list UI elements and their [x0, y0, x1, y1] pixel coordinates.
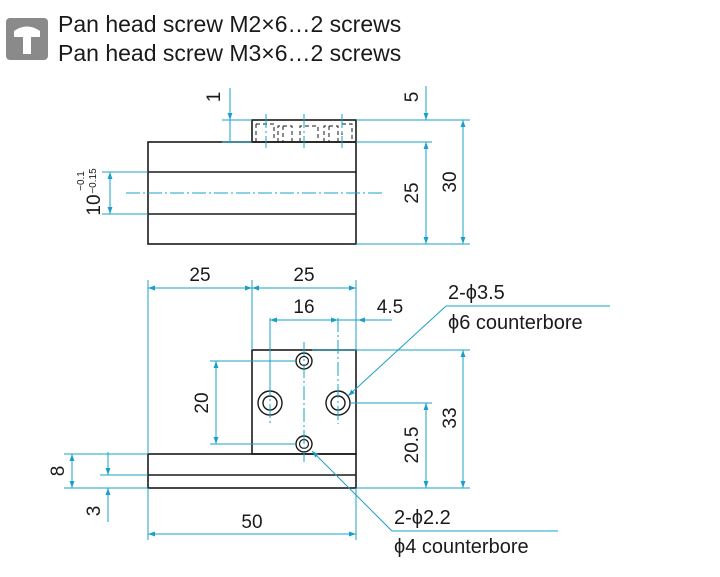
- dim-10-tolerance-upper: −0.1: [76, 171, 87, 191]
- dim-5-label: 5: [402, 92, 423, 103]
- dim-3-label: 3: [84, 506, 105, 517]
- front-dimension-lines: [64, 280, 610, 540]
- screw-list-header: Pan head screw M2×6…2 screws Pan head sc…: [6, 10, 706, 70]
- side-view-outline: [147, 119, 357, 245]
- dim-33-label: 33: [440, 407, 461, 428]
- dim-25-side-label: 25: [402, 182, 423, 203]
- front-view-outline: [147, 349, 357, 489]
- dim-30-label: 30: [440, 171, 461, 192]
- dim-50-label: 50: [241, 512, 262, 533]
- side-view: 1 5 25 30 10 −0.1 −0.15: [76, 86, 470, 245]
- side-center-lines: [126, 114, 384, 194]
- dim-10-tolerance-base: 10: [84, 194, 105, 215]
- screw-icon: [6, 18, 48, 60]
- front-center-lines: [269, 318, 339, 462]
- callout-small-hole-qty: 2-ϕ2.2: [394, 507, 451, 529]
- dim-4-5-label: 4.5: [377, 297, 403, 318]
- screw-line-m2: Pan head screw M2×6…2 screws: [58, 11, 402, 37]
- screw-line-m3: Pan head screw M3×6…2 screws: [58, 40, 402, 66]
- screw-list: Pan head screw M2×6…2 screws Pan head sc…: [58, 10, 401, 68]
- front-view: 25 25 16 4.5 20 20.5 33 8 3 50 2-ϕ3.5 ϕ6…: [48, 265, 610, 558]
- callout-small-hole-counterbore: ϕ4 counterbore: [394, 536, 529, 558]
- callout-large-hole-counterbore: ϕ6 counterbore: [448, 312, 583, 334]
- side-dimension-lines: [102, 86, 470, 245]
- dim-25-left-label: 25: [189, 265, 210, 286]
- dim-20-5-label: 20.5: [402, 427, 423, 464]
- dim-20-label: 20: [192, 392, 213, 413]
- dim-10-tolerance-lower: −0.15: [88, 168, 99, 194]
- dim-8-label: 8: [48, 466, 69, 477]
- callout-large-hole-qty: 2-ϕ3.5: [448, 282, 505, 304]
- dim-1-label: 1: [204, 92, 225, 103]
- dim-25-right-label: 25: [293, 265, 314, 286]
- dim-16-label: 16: [293, 297, 314, 318]
